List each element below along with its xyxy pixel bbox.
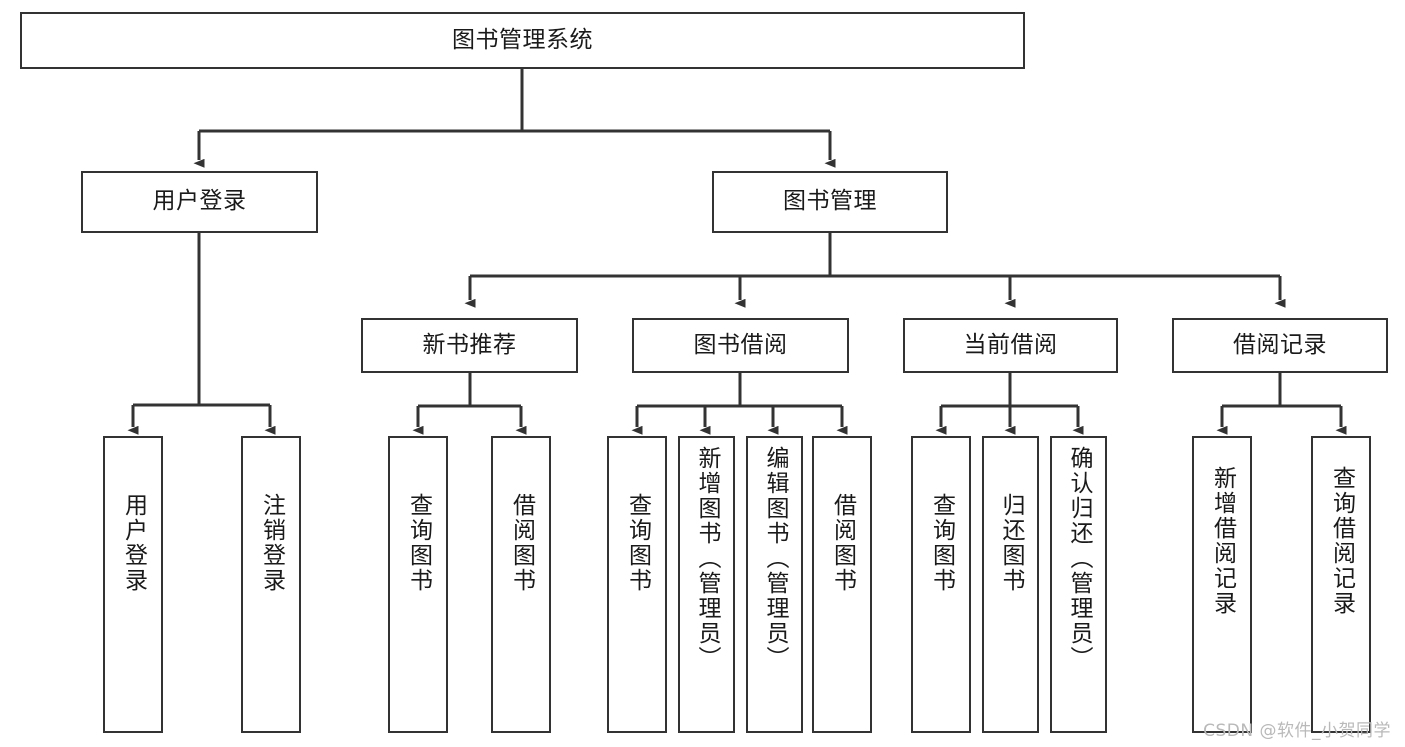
node-label: 注销登录 xyxy=(258,493,285,593)
node-label: 用户登录 xyxy=(152,188,247,215)
node-current-borrow[interactable]: 当前借阅 xyxy=(903,318,1118,373)
node-label: 新增图书（管理员） xyxy=(694,446,720,671)
node-label: 查询借阅记录 xyxy=(1328,466,1355,616)
node-label: 归还图书 xyxy=(998,493,1024,593)
leaf-book-borrow-borrow[interactable]: 借阅图书 xyxy=(812,436,872,733)
node-label: 图书借阅 xyxy=(693,331,788,358)
node-borrow-record[interactable]: 借阅记录 xyxy=(1172,318,1388,373)
node-root-system[interactable]: 图书管理系统 xyxy=(20,12,1025,69)
leaf-new-book-borrow[interactable]: 借阅图书 xyxy=(491,436,551,733)
node-label: 新书推荐 xyxy=(422,331,517,358)
leaf-current-borrow-query[interactable]: 查询图书 xyxy=(911,436,971,733)
node-new-book-recommend[interactable]: 新书推荐 xyxy=(361,318,578,373)
node-label: 新增借阅记录 xyxy=(1209,466,1236,616)
leaf-borrow-record-query[interactable]: 查询借阅记录 xyxy=(1311,436,1371,733)
leaf-user-login-login[interactable]: 用户登录 xyxy=(103,436,163,733)
leaf-current-borrow-confirm[interactable]: 确认归还（管理员） xyxy=(1050,436,1107,733)
node-label: 当前借阅 xyxy=(963,331,1058,358)
node-user-login[interactable]: 用户登录 xyxy=(81,171,318,233)
node-label: 借阅图书 xyxy=(508,493,535,593)
leaf-user-login-logout[interactable]: 注销登录 xyxy=(241,436,301,733)
node-label: 图书管理系统 xyxy=(452,26,593,53)
node-label: 图书管理 xyxy=(783,188,877,215)
leaf-borrow-record-add[interactable]: 新增借阅记录 xyxy=(1192,436,1252,733)
node-label: 查询图书 xyxy=(928,493,955,593)
node-book-management[interactable]: 图书管理 xyxy=(712,171,948,233)
leaf-book-borrow-add[interactable]: 新增图书（管理员） xyxy=(678,436,735,733)
node-label: 借阅记录 xyxy=(1233,331,1327,358)
csdn-watermark: CSDN @软件_小贺同学 xyxy=(1203,721,1391,741)
node-label: 借阅图书 xyxy=(829,493,856,593)
node-label: 确认归还（管理员） xyxy=(1066,446,1092,671)
node-label: 查询图书 xyxy=(405,493,432,593)
leaf-book-borrow-edit[interactable]: 编辑图书（管理员） xyxy=(746,436,803,733)
node-label: 编辑图书（管理员） xyxy=(762,446,788,671)
leaf-book-borrow-query[interactable]: 查询图书 xyxy=(607,436,667,733)
leaf-new-book-query[interactable]: 查询图书 xyxy=(388,436,448,733)
node-book-borrow[interactable]: 图书借阅 xyxy=(632,318,849,373)
node-label: 用户登录 xyxy=(120,493,147,593)
node-label: 查询图书 xyxy=(624,493,651,593)
leaf-current-borrow-return[interactable]: 归还图书 xyxy=(982,436,1039,733)
